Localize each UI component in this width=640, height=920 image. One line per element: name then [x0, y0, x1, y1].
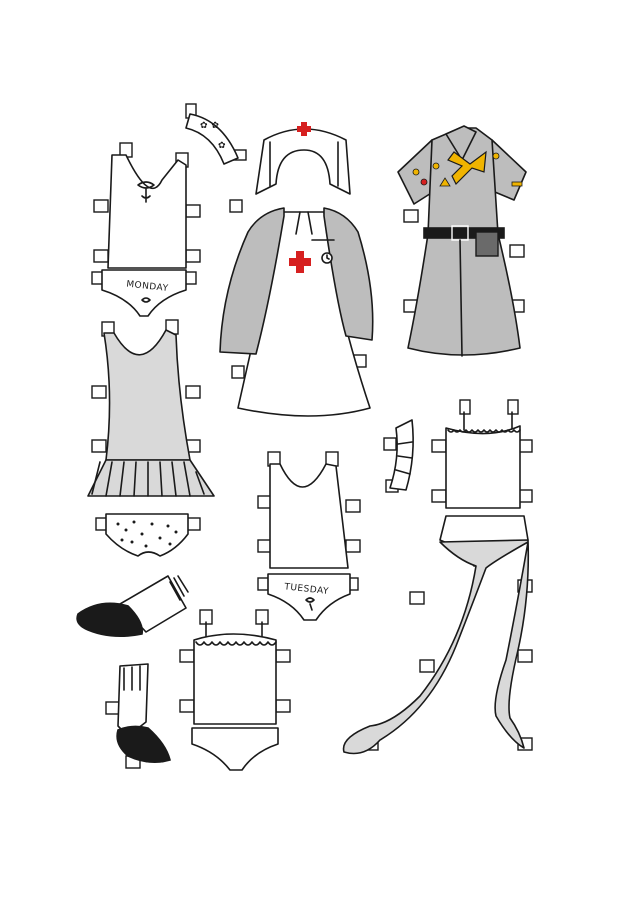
decorated-headband: ✿ ✿ ✿ [185, 103, 247, 165]
armband [383, 419, 414, 493]
vest-center [257, 451, 361, 569]
tuesday-label: TUESDAY [283, 582, 330, 597]
camisole-and-tights [342, 399, 533, 755]
vest-top-left [93, 142, 201, 269]
belt-pouch [475, 231, 499, 257]
uniform-belt [423, 227, 505, 239]
svg-text:✿ ✿: ✿ ✿ [200, 121, 219, 131]
guide-uniform [397, 125, 527, 357]
shoe-and-sock-left [76, 575, 189, 638]
monday-label: MONDAY [126, 280, 169, 294]
svg-text:✿: ✿ [218, 141, 226, 151]
lace-camisole-set [179, 609, 291, 771]
apron-red-cross [289, 251, 311, 273]
lacy-knickers [95, 513, 201, 557]
nurse-outfit [219, 122, 374, 417]
grey-frilled-dress [87, 319, 215, 497]
yellow-tie [447, 150, 487, 186]
shoe-and-sock-bottom [105, 663, 171, 769]
monday-knickers: MONDAY [91, 269, 197, 317]
tuesday-knickers: TUESDAY [257, 573, 359, 621]
cap-red-cross [297, 122, 311, 136]
